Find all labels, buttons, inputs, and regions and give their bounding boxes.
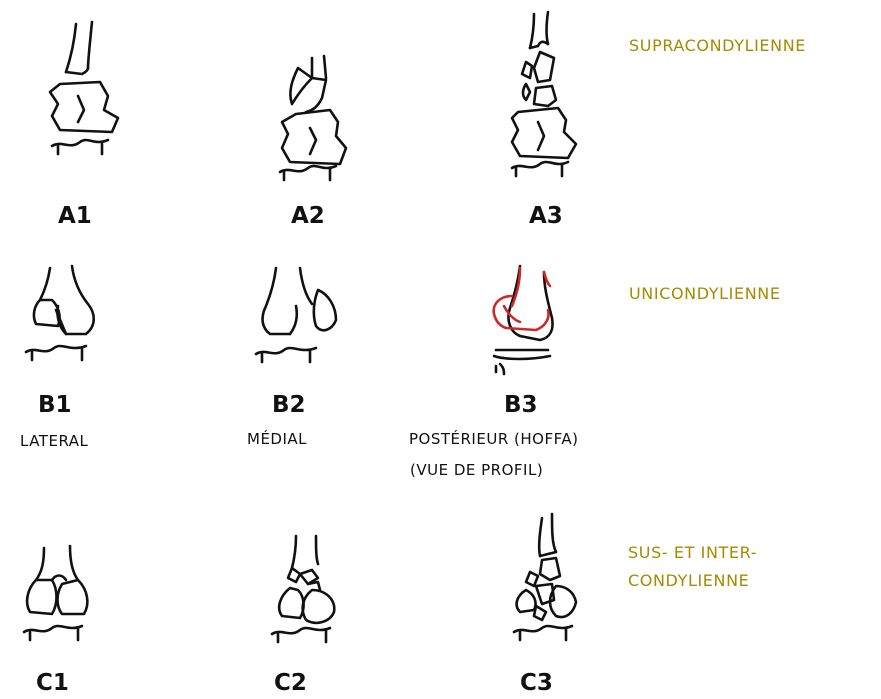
sketch-b2 — [256, 268, 336, 362]
sublabel-lateral: LATERAL — [20, 434, 88, 449]
group-label-unicondylienne: UNICONDYLIENNE — [629, 283, 781, 305]
sketch-b1 — [26, 266, 94, 360]
group-label-sus-et-inter-line1: SUS- ET INTER- — [628, 542, 757, 564]
label-c1: C1 — [36, 672, 69, 695]
sketch-b3 — [494, 266, 553, 374]
sketch-c2 — [272, 536, 334, 642]
sketch-c1 — [24, 546, 87, 640]
label-c2: C2 — [274, 672, 307, 695]
label-c3: C3 — [520, 672, 553, 695]
group-label-supracondylienne: SUPRACONDYLIENNE — [629, 35, 806, 57]
sketch-a2 — [280, 56, 346, 180]
sublabel-medial: MÉDIAL — [247, 432, 307, 447]
sketch-c3 — [514, 514, 576, 640]
group-label-sus-et-inter-line2: CONDYLIENNE — [628, 570, 749, 592]
sketch-a1 — [50, 22, 118, 154]
label-b3: B3 — [504, 394, 538, 417]
sketch-a3 — [512, 12, 576, 176]
label-b2: B2 — [272, 394, 306, 417]
label-b1: B1 — [38, 394, 72, 417]
label-a3: A3 — [529, 205, 563, 228]
sublabel-posterieur-hoffa: POSTÉRIEUR (HOFFA) — [409, 432, 578, 447]
label-a1: A1 — [58, 205, 92, 228]
sublabel-vue-de-profil: (VUE DE PROFIL) — [410, 463, 543, 478]
label-a2: A2 — [291, 205, 325, 228]
